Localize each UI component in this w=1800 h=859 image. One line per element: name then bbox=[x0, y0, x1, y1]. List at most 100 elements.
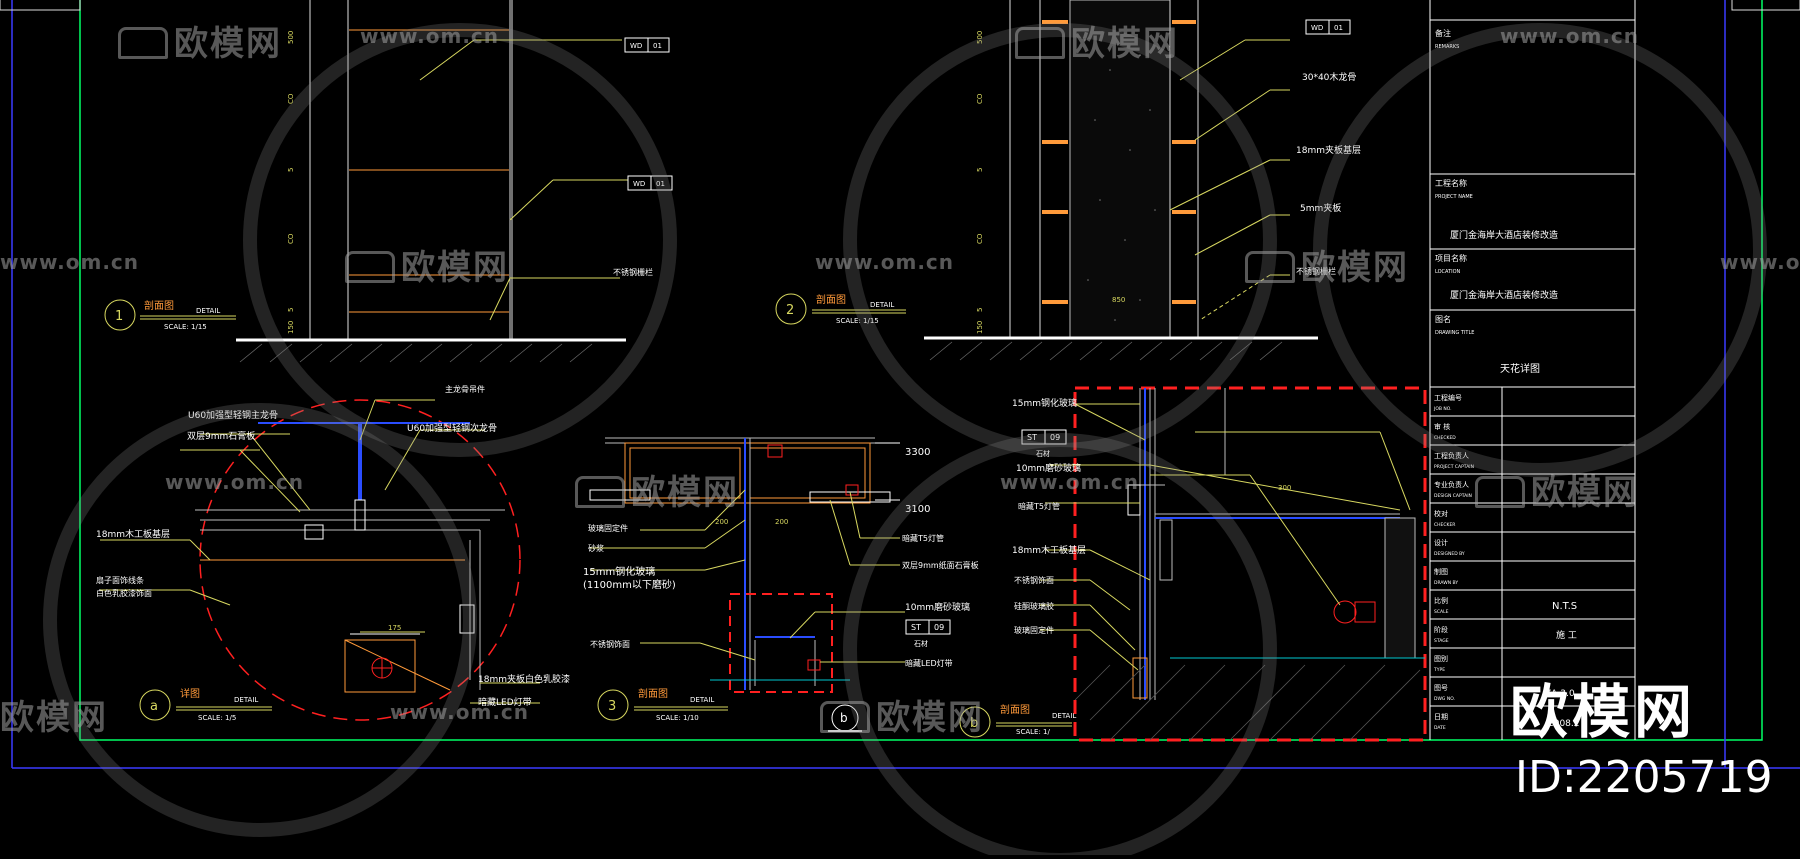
sofa-logo-icon bbox=[345, 251, 395, 283]
tb-row-12-en: DATE bbox=[1434, 725, 1446, 731]
sheet1-tag-1-code: WD bbox=[630, 42, 642, 50]
tb-row-6-label: 设计 bbox=[1434, 538, 1448, 547]
brand-title: 欧模网 bbox=[1510, 678, 1697, 746]
sheet1-dim-3: 5 bbox=[287, 168, 295, 172]
right-detail-note-2: 10mm磨砂玻璃 bbox=[1016, 462, 1081, 474]
sheet-b-detail: DETAIL bbox=[1052, 712, 1076, 720]
sheet3-note-6: 10mm磨砂玻璃 bbox=[905, 601, 970, 613]
sheet1-dim-4: CO bbox=[287, 233, 295, 244]
sheet3-note-4: (1100mm以下磨砂) bbox=[583, 578, 676, 591]
watermark-url-7: www.om.cn bbox=[1000, 470, 1140, 494]
watermark-logo-6: 欧模网 bbox=[1475, 465, 1639, 514]
sheet1-scale: SCALE: 1/15 bbox=[164, 323, 207, 331]
right-detail-tag-num: 09 bbox=[1050, 433, 1060, 442]
sheet1-tag-1-num: 01 bbox=[653, 42, 662, 50]
sheet3-scale: SCALE: 1/10 bbox=[656, 714, 699, 722]
tb-row-11-en: DWG NO. bbox=[1434, 696, 1455, 702]
sheet-a-note-4: U60加强型轻钢次龙骨 bbox=[407, 422, 497, 434]
tb-row-10-label: 图别 bbox=[1434, 654, 1448, 663]
sheet1-tag-2-code: WD bbox=[633, 180, 645, 188]
right-detail-tag-sub: 石材 bbox=[1036, 449, 1050, 458]
sheet1-dim-2: CO bbox=[287, 93, 295, 104]
sheet2-tag-num: 01 bbox=[1334, 24, 1343, 32]
sheet1-note: 不锈钢栅栏 bbox=[613, 267, 653, 277]
watermark-logo-3: 欧模网 bbox=[345, 240, 509, 289]
tb-row-10-en: TYPE bbox=[1433, 667, 1445, 673]
sheet1-tag-2-box bbox=[627, 175, 673, 191]
title-block bbox=[1429, 0, 1636, 740]
sheet3-ref: 3 bbox=[608, 699, 616, 714]
sheet-a-note-9: 暗藏LED灯带 bbox=[478, 696, 532, 708]
sheet-b-title: 剖面图 bbox=[1000, 703, 1030, 716]
sofa-logo-icon bbox=[1015, 27, 1065, 59]
watermark-logo-8: 欧模网 bbox=[820, 690, 984, 739]
sheet2-ref: 2 bbox=[786, 303, 794, 318]
tb-drawing-name: 天花详图 bbox=[1500, 362, 1540, 375]
tb-drawing-label: 图名 bbox=[1435, 314, 1451, 324]
sheet2-ref-bubble bbox=[775, 293, 807, 325]
sofa-logo-icon bbox=[118, 27, 168, 59]
sheet2-section bbox=[924, 0, 1318, 361]
tb-project-label: 工程名称 bbox=[1435, 178, 1467, 188]
sheet3-note-9: 暗藏T5灯管 bbox=[902, 533, 944, 543]
sheet-a-title: 详图 bbox=[180, 687, 200, 700]
sheet3-note-1: 玻璃固定件 bbox=[588, 523, 628, 533]
watermark-url-2: www.om.cn bbox=[1500, 24, 1640, 48]
sheet-b-ref-bubble bbox=[959, 706, 991, 738]
sofa-logo-icon bbox=[1245, 251, 1295, 283]
sheet2-note-3: 5mm夹板 bbox=[1300, 202, 1341, 214]
sheet3-dim-2: 200 bbox=[775, 518, 788, 526]
right-detail-note-3: 暗藏T5灯管 bbox=[1018, 501, 1060, 511]
watermark-rings bbox=[43, 23, 1767, 859]
brand-id: ID:2205719 bbox=[1515, 752, 1773, 803]
sheet3-tag-sub: 石材 bbox=[914, 639, 928, 648]
sheet-a-dim: 175 bbox=[388, 624, 401, 632]
tb-row-11-value: ZA-2.0 bbox=[1545, 689, 1575, 699]
sheet-a-note-6: 扇子面饰线条 bbox=[96, 575, 144, 585]
tb-row-12-value: 2008.2 bbox=[1548, 719, 1580, 729]
sheet3-level-1: 3300 bbox=[905, 447, 930, 458]
sheet-a-note-8: 18mm夹板白色乳胶漆 bbox=[478, 673, 570, 685]
tb-project-en: PROJECT NAME bbox=[1435, 194, 1473, 200]
tb-row-3-label: 工程负责人 bbox=[1434, 451, 1469, 460]
callout-b-ref: b bbox=[840, 711, 848, 725]
sheet3-note-7: 暗藏LED灯带 bbox=[905, 658, 953, 668]
sheet1-dim-5: 5 bbox=[287, 308, 295, 312]
tb-row-2-label: 审 核 bbox=[1434, 422, 1450, 431]
green-frame bbox=[79, 0, 1763, 741]
sheet2-note-4: 不锈钢栅栏 bbox=[1296, 266, 1336, 276]
tb-project-name: 厦门金海岸大酒店装修改造 bbox=[1450, 229, 1558, 241]
sheet-a-scale: SCALE: 1/5 bbox=[198, 714, 236, 722]
sheet-b-scale: SCALE: 1/ bbox=[1016, 728, 1050, 736]
sheet2-scale: SCALE: 1/15 bbox=[836, 317, 879, 325]
tb-remark-label: 备注 bbox=[1435, 28, 1451, 38]
watermark-url-5: www.om.cn bbox=[1720, 250, 1800, 274]
sheet3-title: 剖面图 bbox=[638, 687, 668, 700]
sheet2-dim-6: 150 bbox=[976, 321, 984, 334]
sheet-a-note-2: U60加强型轻钢主龙骨 bbox=[188, 409, 278, 421]
right-detail-note-4: 18mm木工板基层 bbox=[1012, 544, 1086, 556]
watermark-url-3: www.om.cn bbox=[0, 250, 140, 274]
sheet3-detail: DETAIL bbox=[690, 696, 714, 704]
sheet-a-note-1: 主龙骨吊件 bbox=[445, 384, 485, 394]
tb-location-name: 厦门金海岸大酒店装修改造 bbox=[1450, 289, 1558, 301]
sheet3-level-2: 3100 bbox=[905, 504, 930, 515]
sheet1-dim-6: 150 bbox=[287, 321, 295, 334]
tb-location-label: 项目名称 bbox=[1435, 253, 1467, 263]
sofa-logo-icon bbox=[575, 476, 625, 508]
tb-remark-en: REMARKS bbox=[1435, 44, 1459, 50]
sheet-a-detail bbox=[100, 399, 540, 721]
tb-row-9-en: STAGE bbox=[1434, 638, 1449, 644]
tb-row-9-label: 阶段 bbox=[1434, 625, 1448, 634]
sheet3-tag-code: ST bbox=[911, 623, 921, 632]
watermark-logo-4: 欧模网 bbox=[1245, 240, 1409, 289]
sheet3-tag-box bbox=[905, 619, 951, 635]
watermark-url-8: www.om.cn bbox=[390, 700, 530, 724]
sheet1-tag-1-box bbox=[624, 37, 670, 53]
sheet2-note-1: 30*40木龙骨 bbox=[1302, 71, 1356, 83]
t5-lamp-icon bbox=[1333, 600, 1357, 624]
sofa-logo-icon bbox=[1475, 476, 1525, 508]
right-detail-note-7: 玻璃固定件 bbox=[1014, 625, 1054, 635]
tb-row-7-label: 制图 bbox=[1434, 567, 1448, 576]
